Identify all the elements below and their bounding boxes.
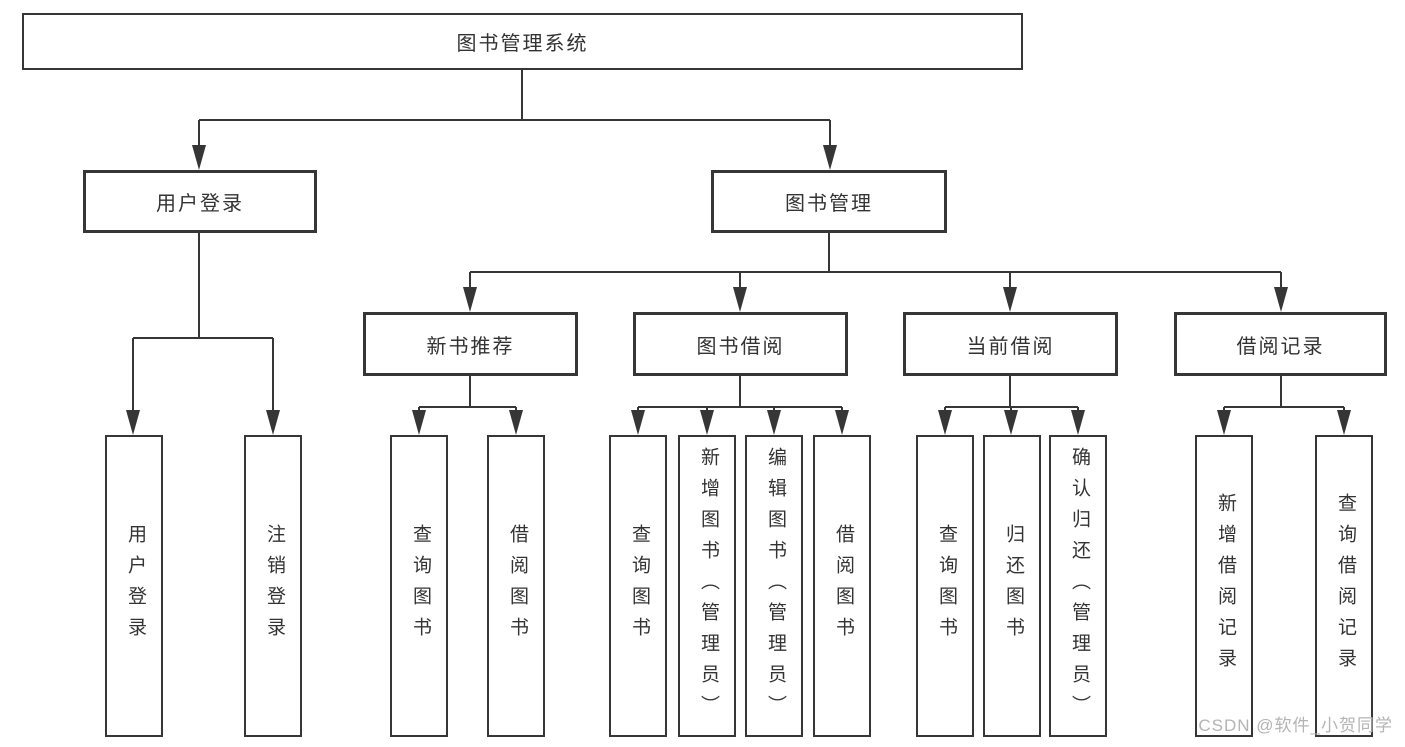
node-book-management: 图书管理 [711, 170, 947, 233]
node-new-book-recommend: 新书推荐 [363, 312, 578, 376]
node-current-query-books: 查询图书 [916, 435, 974, 737]
node-user-login-action: 用户登录 [105, 435, 163, 737]
node-logout-action: 注销登录 [244, 435, 302, 737]
node-newbook-borrow-books: 借阅图书 [487, 435, 545, 737]
arrowheads [126, 145, 1351, 435]
node-borrow-record: 借阅记录 [1174, 312, 1387, 376]
node-library-management-system: 图书管理系统 [22, 13, 1023, 70]
node-record-add-borrow-record: 新增借阅记录 [1195, 435, 1253, 737]
watermark: CSDN @软件_小贺同学 [1198, 716, 1393, 735]
node-borrow-borrow-books: 借阅图书 [813, 435, 871, 737]
node-borrow-edit-books-admin: 编辑图书（管理员） [745, 435, 803, 737]
node-record-query-borrow-record: 查询借阅记录 [1315, 435, 1373, 737]
node-book-borrow: 图书借阅 [633, 312, 848, 376]
node-newbook-query-books: 查询图书 [390, 435, 448, 737]
node-borrow-add-books-admin: 新增图书（管理员） [678, 435, 736, 737]
node-current-return-books: 归还图书 [983, 435, 1041, 737]
node-user-login: 用户登录 [83, 170, 317, 233]
node-borrow-query-books: 查询图书 [609, 435, 667, 737]
node-current-borrow: 当前借阅 [903, 312, 1118, 376]
node-current-confirm-return-admin: 确认归还（管理员） [1049, 435, 1107, 737]
